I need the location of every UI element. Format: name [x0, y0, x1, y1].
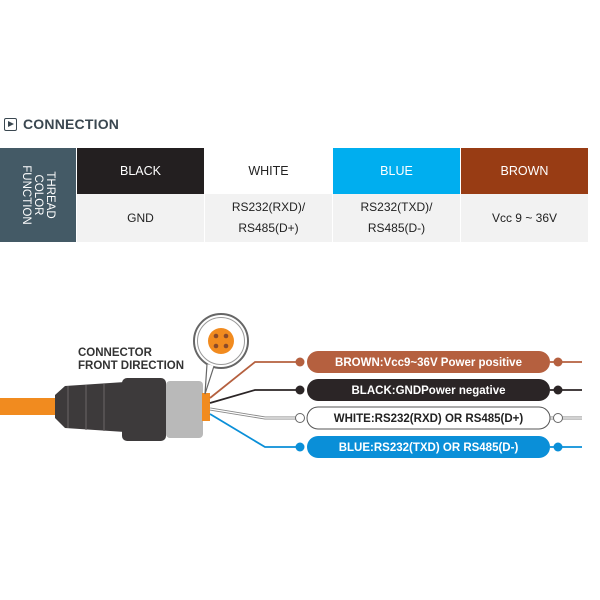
wire-brown-left-dot — [295, 357, 305, 367]
pin — [213, 333, 219, 339]
section-title-text: CONNECTION — [23, 116, 120, 132]
pill-white-label: WHITE:RS232(RXD) OR RS485(D+) — [334, 413, 524, 425]
pill-white — [306, 406, 551, 430]
wire-brown — [209, 361, 300, 399]
pill-brown — [307, 351, 550, 373]
wire-white-core — [209, 408, 300, 419]
table-header-cell: THREAD COLOR FUNCTION — [0, 148, 76, 242]
wire-white-right-dot — [553, 413, 563, 423]
wire-blue-right-dot — [553, 442, 563, 452]
column-blue: BLUE RS232(TXD)/ RS485(D-) — [333, 148, 460, 242]
bubble-pointer — [204, 363, 215, 395]
pill-brown-label: BROWN:Vcc9~36V Power positive — [335, 357, 522, 369]
pill-blue-label: BLUE:RS232(TXD) OR RS485(D-) — [339, 442, 519, 454]
column-black: BLACK GND — [77, 148, 204, 242]
wire-blue — [209, 413, 300, 448]
pill-black-label: BLACK:GNDPower negative — [352, 385, 506, 397]
pill-blue — [307, 436, 550, 458]
wire-blue-left-dot — [295, 442, 305, 452]
strain-relief — [55, 382, 125, 432]
wire-white-left-dot — [295, 413, 305, 423]
thread-color-cell: BROWN — [461, 148, 588, 194]
column-white: WHITE RS232(RXD)/ RS485(D+) — [205, 148, 332, 242]
column-brown: BROWN Vcc 9 ~ 36V — [461, 148, 588, 242]
connection-table: THREAD COLOR FUNCTION BLACK GND WHITE RS… — [0, 148, 588, 242]
pill-black — [307, 379, 550, 401]
function-cell: Vcc 9 ~ 36V — [461, 194, 588, 242]
pin — [223, 343, 229, 349]
connector-front-direction-label: CONNECTOR FRONT DIRECTION — [78, 347, 185, 372]
function-cell: GND — [77, 194, 204, 242]
section-title: CONNECTION — [4, 116, 119, 132]
pin — [213, 343, 219, 349]
function-cell: RS232(TXD)/ RS485(D-) — [333, 194, 460, 242]
connector-face — [202, 393, 210, 421]
wire-black-right-dot — [553, 385, 563, 395]
bubble-inner-ring — [197, 317, 245, 365]
connector-body — [122, 378, 166, 441]
connector-front-face — [208, 328, 234, 354]
wire-black — [209, 389, 300, 404]
thread-color-cell: WHITE — [205, 148, 332, 194]
pin — [223, 333, 229, 339]
thread-color-cell: BLACK — [77, 148, 204, 194]
wire-brown-right-dot — [553, 357, 563, 367]
wire-black-left-dot — [295, 385, 305, 395]
function-cell: RS232(RXD)/ RS485(D+) — [205, 194, 332, 242]
orange-cable — [0, 398, 55, 415]
thread-color-cell: BLUE — [333, 148, 460, 194]
play-icon — [4, 117, 17, 131]
connector-nut — [166, 381, 203, 438]
